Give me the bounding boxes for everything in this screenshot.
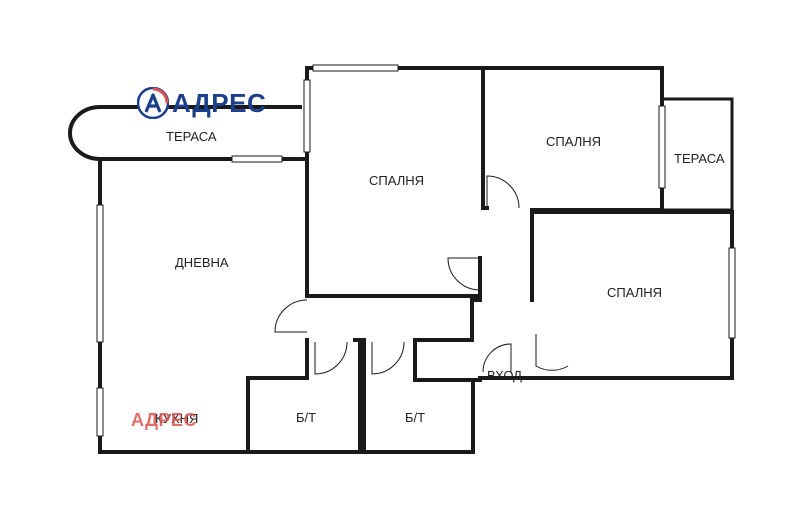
label-entrance: ВХОД: [487, 368, 522, 383]
window-bedroom-3-right: [728, 247, 736, 339]
brand-watermark: АДРЕС: [131, 410, 198, 430]
window-living-top: [231, 155, 283, 163]
label-living-room: ДНЕВНА: [175, 255, 229, 270]
window-bedroom-1-left: [303, 79, 311, 153]
door-bedroom-1: [447, 257, 481, 291]
terrace-left-outline: [68, 105, 302, 161]
living-room-walls: [98, 157, 309, 454]
brand-a-icon: [137, 87, 169, 119]
door-entrance: [482, 343, 512, 373]
label-bathroom-2: Б/Т: [405, 410, 425, 425]
brand-logo: АДРЕС: [137, 86, 266, 120]
label-terrace-left: ТЕРАСА: [166, 129, 217, 144]
bathroom-2-walls: [362, 338, 475, 454]
label-terrace-right: ТЕРАСА: [674, 151, 725, 166]
label-bathroom-1: Б/Т: [296, 410, 316, 425]
bathroom-1-walls: [246, 338, 362, 454]
brand-name: АДРЕС: [172, 88, 267, 118]
window-kitchen-left: [96, 387, 104, 437]
door-living: [274, 299, 308, 333]
window-bedroom-2-right: [658, 105, 666, 189]
hall-walls: [413, 298, 534, 382]
door-bedroom-2: [486, 175, 520, 209]
door-bedroom-3: [535, 334, 569, 371]
label-bedroom-3: СПАЛНЯ: [607, 285, 662, 300]
label-bedroom-2: СПАЛНЯ: [546, 134, 601, 149]
door-bathroom-2: [371, 341, 405, 375]
label-bedroom-1: СПАЛНЯ: [369, 173, 424, 188]
label-kitchen: КУХНЯ: [155, 411, 198, 426]
window-bedroom-1-top: [312, 64, 399, 72]
window-living-left: [96, 204, 104, 343]
door-bathroom-1: [314, 341, 348, 375]
